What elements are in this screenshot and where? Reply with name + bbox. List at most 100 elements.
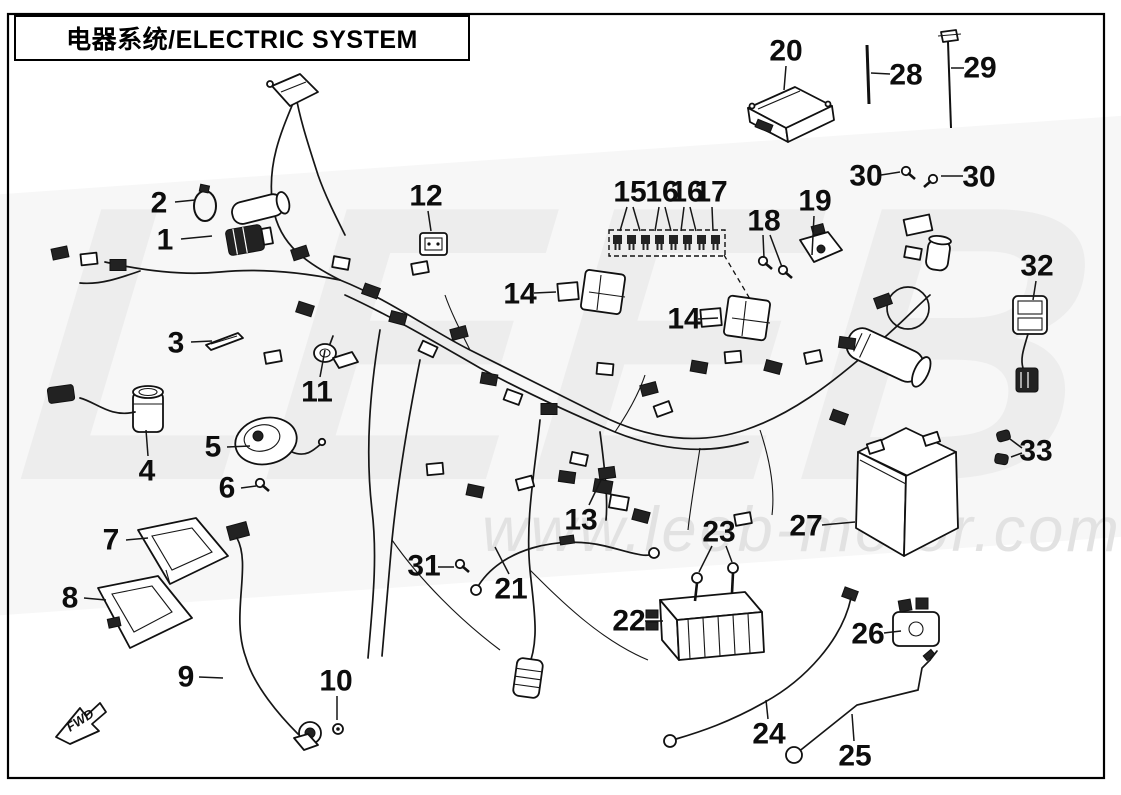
bracket-part-7 — [137, 517, 229, 585]
callout-leader-33-35 — [1010, 452, 1023, 458]
callout-leader-2-1 — [174, 199, 196, 203]
callout-leader-6-5 — [240, 485, 257, 489]
callout-leader-9-8 — [198, 676, 224, 679]
relay-part-14b — [699, 294, 771, 342]
callout-label-29-30: 29 — [963, 52, 996, 85]
bolt-part-10 — [332, 723, 344, 735]
watermark-url: www.leeb-motor.com — [482, 495, 1121, 565]
callout-label-19-20: 19 — [798, 185, 831, 218]
callout-leader-15-15 — [632, 206, 641, 232]
bolts-part-18 — [757, 255, 794, 280]
callout-leader-28-29 — [870, 72, 891, 75]
module-part-32 — [1012, 295, 1048, 393]
callout-label-14-13: 14 — [503, 278, 537, 311]
fuse-strip — [608, 229, 751, 300]
callout-leader-16-17 — [680, 206, 685, 232]
callout-label-4-3: 4 — [139, 455, 156, 488]
callout-leader-27-28 — [821, 521, 856, 526]
callout-label-20-21: 20 — [769, 35, 802, 68]
screws-part-30 — [900, 165, 939, 189]
callout-label-12-11: 12 — [409, 180, 442, 213]
callout-label-28-29: 28 — [889, 59, 922, 92]
solenoid-part-26 — [892, 597, 940, 647]
bolts-part-23 — [691, 562, 739, 602]
callout-label-27-28: 27 — [789, 510, 822, 543]
sensor-part-19 — [799, 222, 843, 263]
horn-part-5 — [234, 416, 327, 466]
callout-label-22-23: 22 — [612, 605, 645, 638]
callout-label-21-22: 21 — [494, 573, 527, 606]
wiring-harness — [79, 73, 952, 699]
rectifier-part-22 — [645, 591, 765, 661]
callout-leader-18-19 — [769, 234, 783, 268]
callout-leader-24-25 — [765, 699, 769, 720]
fwd-arrow: FWD — [55, 702, 107, 745]
callout-label-10-9: 10 — [319, 665, 352, 698]
callout-leader-33-35 — [1009, 438, 1023, 449]
callout-label-32-34: 32 — [1020, 250, 1053, 283]
callout-label-16-17: 16 — [670, 176, 703, 209]
callout-leader-4-3 — [145, 429, 149, 457]
connector-part-1 — [225, 224, 274, 256]
connectors-part-13 — [592, 477, 630, 512]
callout-label-7-6: 7 — [103, 524, 120, 557]
callout-label-13-12: 13 — [564, 504, 597, 537]
callout-label-31-33: 31 — [407, 550, 440, 583]
relay-part-12 — [419, 232, 448, 256]
callout-leader-14-13 — [533, 291, 557, 294]
battery-cable-part-24 — [663, 586, 859, 748]
sensor-cable-part-9 — [225, 521, 322, 751]
callout-leader-25-26 — [851, 713, 855, 742]
callout-label-1-0: 1 — [157, 224, 174, 257]
callout-label-14-14: 14 — [667, 303, 701, 336]
callout-label-2-1: 2 — [151, 187, 168, 220]
callout-leader-1-0 — [180, 235, 213, 240]
callout-label-26-27: 26 — [851, 618, 884, 651]
callout-leader-16-16 — [654, 206, 660, 232]
caps-part-33 — [994, 429, 1011, 466]
rod-part-28 — [865, 44, 871, 105]
callout-label-9-8: 9 — [178, 661, 195, 694]
callout-leader-30-31 — [880, 171, 901, 176]
callout-label-16-16: 16 — [645, 176, 678, 209]
callout-leader-26-27 — [883, 630, 902, 634]
callout-label-6-5: 6 — [219, 472, 236, 505]
callout-leader-18-19 — [762, 234, 765, 259]
callout-label-15-15: 15 — [613, 176, 646, 209]
callout-leader-12-11 — [427, 210, 432, 232]
callout-leader-3-2 — [190, 340, 213, 343]
clamp-part-2 — [193, 183, 217, 222]
ground-cable-part-21 — [470, 534, 660, 596]
callout-label-30-31: 30 — [849, 160, 882, 193]
callout-leader-19-20 — [811, 215, 815, 256]
callout-label-18-19: 18 — [747, 205, 780, 238]
callout-label-24-25: 24 — [752, 718, 786, 751]
callout-leader-5-4 — [226, 445, 251, 448]
callout-label-33-35: 33 — [1019, 435, 1052, 468]
callout-label-23-24: 23 — [702, 516, 735, 549]
harness-connectors — [50, 244, 923, 527]
callout-leader-32-34 — [1032, 280, 1037, 301]
page-frame — [6, 12, 1106, 780]
callout-leader-20-21 — [783, 65, 787, 91]
callout-leader-13-12 — [588, 479, 602, 506]
callout-leader-8-7 — [83, 597, 107, 601]
bracket-part-8 — [97, 575, 193, 649]
battery-part-27 — [855, 427, 959, 557]
callout-leader-14-14 — [697, 317, 719, 320]
page-title: 电器系统/ELECTRIC SYSTEM — [66, 26, 418, 54]
callout-leader-16-17 — [689, 206, 697, 232]
callout-leader-7-6 — [125, 537, 149, 541]
bolt-part-31 — [454, 558, 471, 574]
callout-leader-23-24 — [698, 545, 713, 573]
callout-label-8-7: 8 — [62, 582, 79, 615]
callout-label-3-2: 3 — [168, 327, 185, 360]
callout-leader-11-10 — [319, 349, 326, 378]
callout-leader-16-16 — [664, 206, 672, 232]
title-block: 电器系统/ELECTRIC SYSTEM — [14, 15, 470, 61]
rod-part-25 — [785, 648, 938, 764]
callout-leader-15-15 — [619, 206, 628, 232]
